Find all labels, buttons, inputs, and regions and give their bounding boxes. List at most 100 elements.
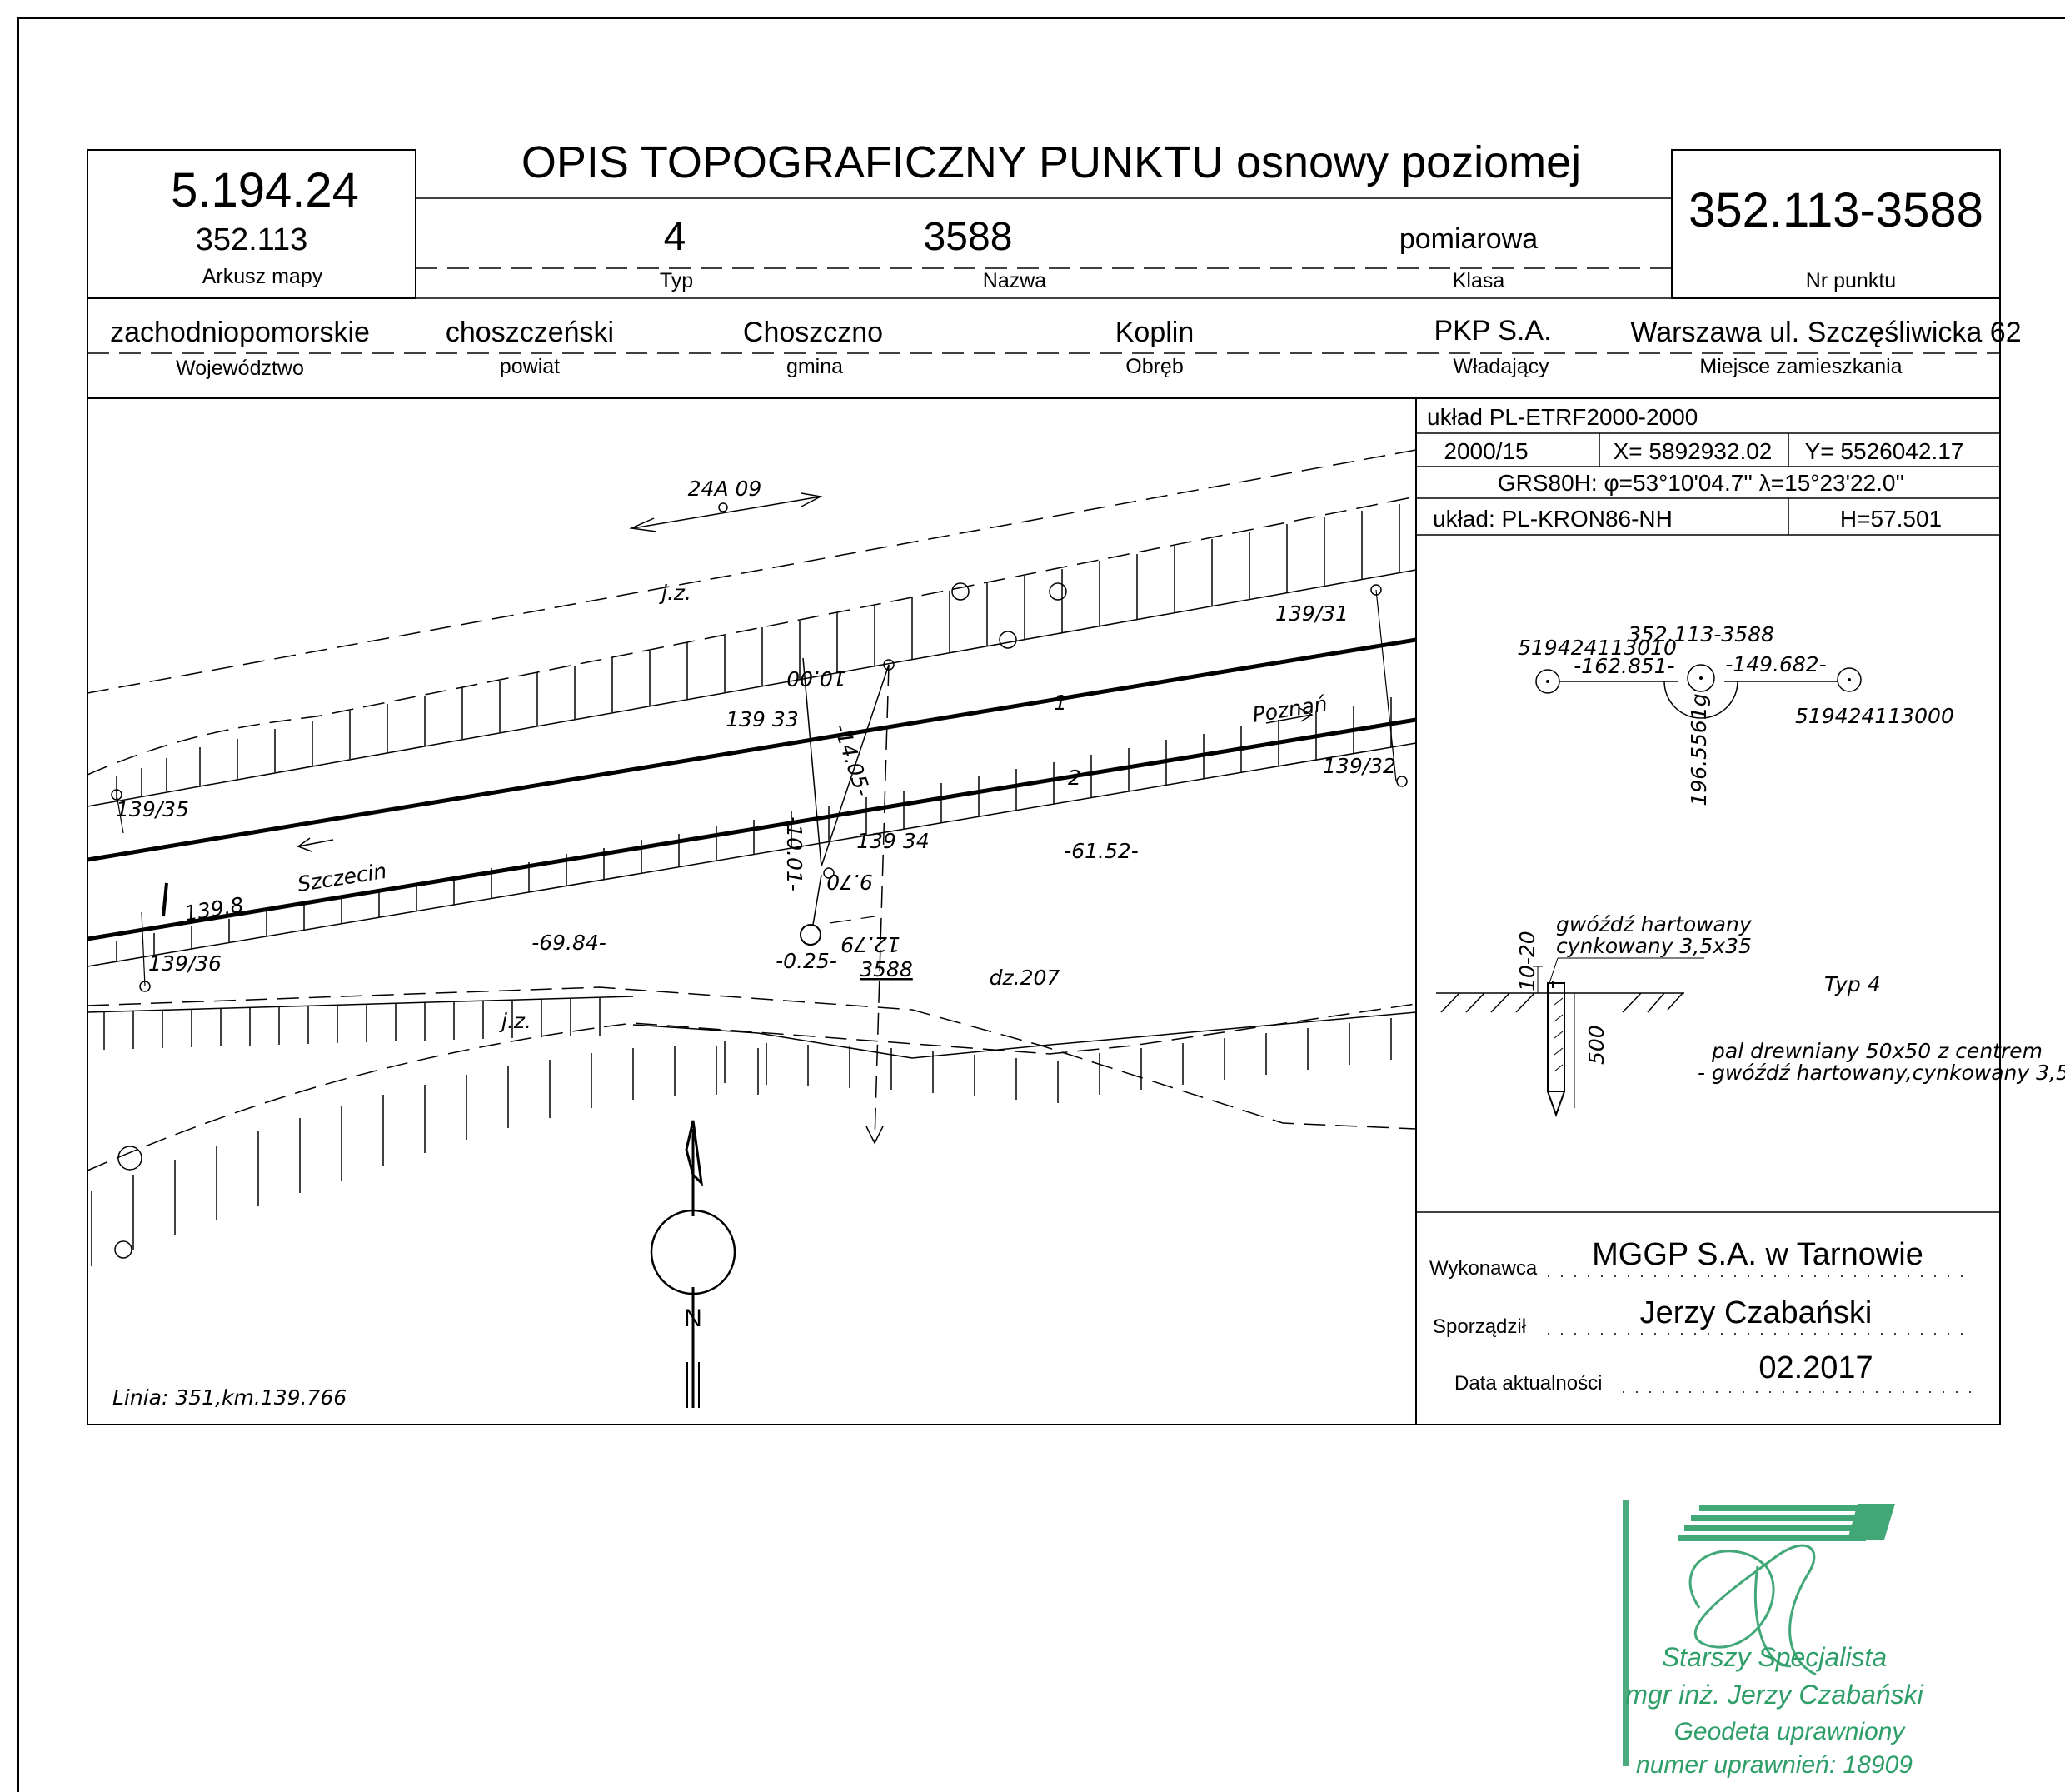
map-dist-1405: -14.05- bbox=[829, 721, 875, 799]
right-point-id: 519424113000 bbox=[1795, 704, 1954, 728]
map-dist-970: 9.70 bbox=[826, 870, 873, 894]
coordinate-system: układ PL-ETRF2000-2000 bbox=[1427, 404, 1698, 430]
map-track-2: 2 bbox=[1068, 766, 1081, 790]
author-label: Sporządził bbox=[1433, 1315, 1527, 1338]
map-label-24a09: 24A 09 bbox=[688, 477, 762, 501]
map-dist-1001: -10.01- bbox=[782, 816, 806, 891]
situation-map: 24A 09 j.z. j.z. 139/31 139/32 139/35 13… bbox=[87, 449, 1416, 1410]
map-dist-1279: 12.79 bbox=[840, 932, 900, 956]
residence-label: Miejsce zamieszkania bbox=[1699, 355, 1902, 378]
type-value: 4 bbox=[664, 215, 686, 259]
county-value: choszczeński bbox=[446, 317, 614, 348]
coordinate-zone: 2000/15 bbox=[1444, 438, 1528, 464]
map-parcel: dz.207 bbox=[990, 966, 1060, 990]
wooden-pile bbox=[1547, 982, 1565, 1092]
signature bbox=[1688, 1544, 1817, 1676]
document-title: OPIS TOPOGRAFICZNY PUNKTU osnowy poziome… bbox=[521, 137, 1581, 187]
coordinates-table: układ PL-ETRF2000-2000 2000/15 X= 589293… bbox=[1416, 404, 2000, 536]
construction-description-1: pal drewniany 50x50 z centrem bbox=[1711, 1039, 2043, 1063]
right-reference-point bbox=[1837, 667, 1862, 692]
point-3588-marker bbox=[800, 924, 821, 946]
angle-value: 196.5561g bbox=[1687, 693, 1711, 806]
left-distance: -162.851- bbox=[1574, 654, 1674, 678]
map-dist-025: -0.25- bbox=[776, 949, 837, 973]
county-label: powiat bbox=[500, 355, 560, 378]
map-dist-6152: -61.52- bbox=[1064, 839, 1139, 863]
map-north-label: N bbox=[684, 1305, 702, 1332]
map-label-13931: 139/31 bbox=[1275, 601, 1349, 626]
track-2-line bbox=[87, 717, 1416, 941]
map-label-13933: 139 33 bbox=[726, 707, 798, 731]
upper-boundary-line bbox=[87, 449, 1416, 694]
name-value: 3588 bbox=[924, 215, 1013, 259]
track-1-line bbox=[87, 637, 1416, 862]
author-value: Jerzy Czabański bbox=[1640, 1295, 1873, 1330]
class-label: Klasa bbox=[1453, 269, 1505, 292]
official-stamp: Starszy Specjalista mgr inż. Jerzy Czaba… bbox=[1623, 1500, 1924, 1779]
map-label-jz-bottom: j.z. bbox=[499, 1009, 531, 1033]
map-label-13935: 139/35 bbox=[116, 797, 189, 821]
nail-label-2: cynkowany 3,5x35 bbox=[1556, 934, 1752, 958]
stamp-line-3: Geodeta uprawniony bbox=[1674, 1718, 1907, 1745]
class-value: pomiarowa bbox=[1399, 223, 1538, 255]
north-arrow-circle bbox=[650, 1209, 736, 1295]
date-value: 02.2017 bbox=[1758, 1350, 1873, 1385]
left-reference-point bbox=[1535, 669, 1560, 694]
reference-schematic: 519424113010 352.113-3588 519424113000 -… bbox=[1518, 622, 1954, 806]
height-system: układ: PL-KRON86-NH bbox=[1433, 506, 1673, 532]
owner-value: PKP S.A. bbox=[1434, 315, 1551, 347]
precinct-label: Obręb bbox=[1125, 355, 1183, 378]
location-row: zachodniopomorskie Województwo choszczeń… bbox=[87, 315, 2022, 399]
type-label: Typ bbox=[660, 269, 693, 292]
header: OPIS TOPOGRAFICZNY PUNKTU osnowy poziome… bbox=[87, 137, 2001, 398]
map-sheet-label: Arkusz mapy bbox=[202, 265, 323, 288]
depth-value: 500 bbox=[1584, 1025, 1609, 1065]
map-label-13934: 139 34 bbox=[856, 829, 929, 853]
coordinate-grs: GRS80H: φ=53°10'04.7'' λ=15°23'22.0'' bbox=[1498, 470, 1904, 496]
map-label-jz-top: j.z. bbox=[659, 581, 691, 605]
map-label-13936: 139/36 bbox=[148, 951, 222, 976]
nail-label-1: gwóźdź hartowany bbox=[1556, 912, 1753, 936]
footer-info: Wykonawca MGGP S.A. w Tarnowie Sporządzi… bbox=[1416, 1211, 2000, 1395]
voivodeship-label: Województwo bbox=[176, 357, 304, 380]
stamp-line-1: Starszy Specjalista bbox=[1662, 1642, 1887, 1672]
map-sheet-number: 352.113 bbox=[196, 222, 308, 257]
mggp-logo bbox=[1678, 1504, 1895, 1541]
construction-type: Typ 4 bbox=[1824, 972, 1881, 996]
commune-label: gmina bbox=[786, 355, 843, 378]
owner-label: Władający bbox=[1453, 355, 1549, 378]
height-value: H=57.501 bbox=[1840, 506, 1942, 532]
sheet-border bbox=[17, 17, 2065, 1792]
voivodeship-value: zachodniopomorskie bbox=[110, 317, 370, 348]
construction-description-2: - gwóźdź hartowany,cynkowany 3,5x35 bbox=[1698, 1061, 2065, 1085]
stamp-line-2: mgr inż. Jerzy Czabański bbox=[1625, 1680, 1923, 1710]
residence-value: Warszawa ul. Szczęśliwicka 62 bbox=[1630, 317, 2021, 348]
stamp-line-4: numer uprawnień: 18909 bbox=[1636, 1751, 1913, 1779]
map-point-name: 3588 bbox=[860, 957, 913, 981]
center-point bbox=[1687, 664, 1715, 692]
contractor-value: MGGP S.A. w Tarnowie bbox=[1592, 1237, 1923, 1272]
contractor-label: Wykonawca bbox=[1429, 1257, 1538, 1280]
construction-drawing: gwóźdź hartowany cynkowany 3,5x35 10-20 … bbox=[1436, 912, 2065, 1117]
main-frame bbox=[87, 397, 2001, 1425]
right-distance: -149.682- bbox=[1725, 652, 1826, 676]
depth-top: 10-20 bbox=[1515, 931, 1539, 991]
point-number-label: Nr punktu bbox=[1806, 269, 1896, 292]
name-label: Nazwa bbox=[983, 269, 1047, 292]
coordinate-y: Y= 5526042.17 bbox=[1805, 438, 1964, 464]
map-direction-poznan: Poznań bbox=[1251, 691, 1329, 727]
map-dist-6984: -69.84- bbox=[531, 931, 606, 955]
coordinate-x: X= 5892932.02 bbox=[1614, 438, 1773, 464]
point-number: 352.113-3588 bbox=[1688, 183, 1983, 237]
precinct-value: Koplin bbox=[1115, 317, 1195, 348]
map-sheet-main: 5.194.24 bbox=[171, 163, 359, 217]
center-point-id: 352.113-3588 bbox=[1628, 622, 1774, 646]
map-line-info: Linia: 351,km.139.766 bbox=[112, 1385, 347, 1410]
map-dist-1000: 10.00 bbox=[786, 666, 846, 691]
commune-value: Choszczno bbox=[743, 317, 883, 348]
map-km-marker: 139.8 bbox=[182, 892, 245, 926]
date-label: Data aktualności bbox=[1454, 1372, 1602, 1395]
left-point-id: 519424113010 bbox=[1518, 636, 1677, 660]
north-arrow bbox=[685, 1120, 704, 1408]
